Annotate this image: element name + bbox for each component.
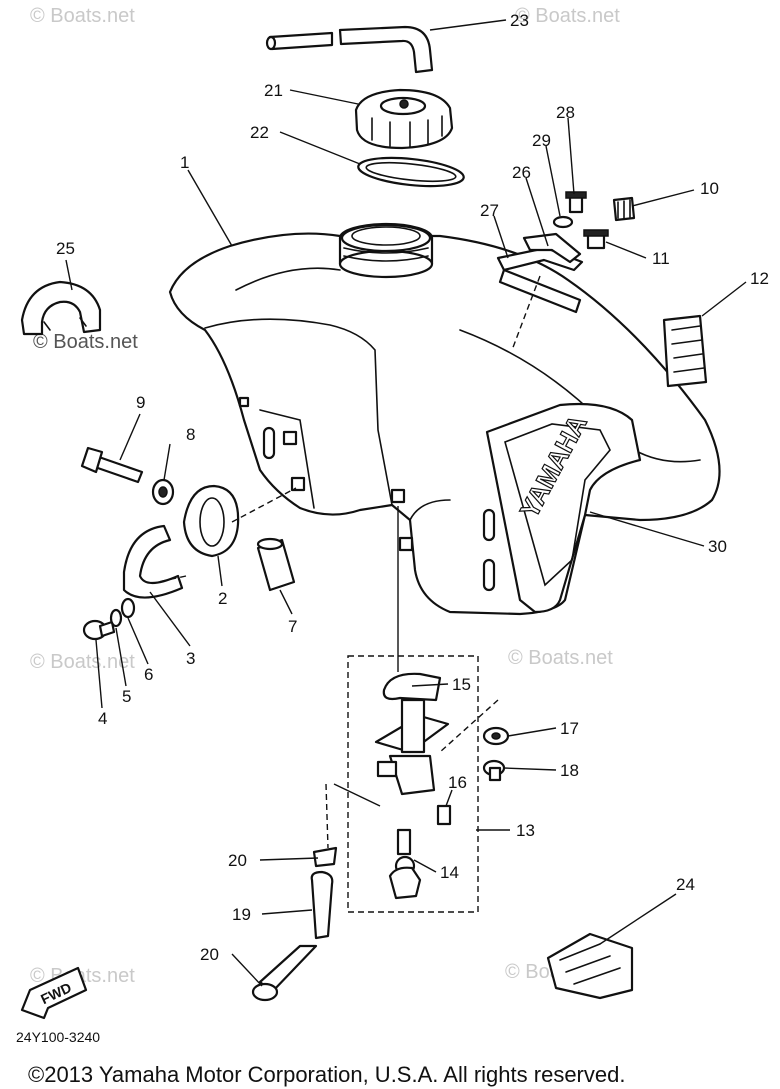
part-23-vent-hose (265, 25, 434, 74)
callout-8: 8 (186, 425, 195, 444)
part-7-collar (256, 537, 296, 592)
callout-16: 16 (448, 773, 467, 792)
callout-2: 2 (218, 589, 227, 608)
callout-15: 15 (452, 675, 471, 694)
callout-11: 11 (652, 249, 670, 268)
callout-5: 5 (122, 687, 131, 706)
part-24-damper (546, 932, 634, 1000)
copyright-footer: ©2013 Yamaha Motor Corporation, U.S.A. A… (28, 1062, 625, 1087)
callout-20: 20 (228, 851, 247, 870)
part-13-fuel-cock-assembly (347, 655, 479, 913)
callout-21: 21 (264, 81, 283, 100)
part-22-cap-gasket (357, 156, 465, 188)
part-10-bolt (612, 196, 636, 222)
part-11-collar (583, 229, 609, 250)
part-20-clip-lower (251, 982, 279, 1002)
callout-4: 4 (98, 709, 107, 728)
callout-1: 1 (180, 153, 189, 172)
callout-30: 30 (708, 537, 727, 556)
part-19-fuel-hose (258, 870, 334, 994)
part-5-washer (109, 608, 123, 628)
watermark: © Boats.net (33, 331, 138, 353)
callout-9: 9 (136, 393, 145, 412)
part-6-washer (120, 597, 136, 619)
callout-13: 13 (516, 821, 535, 840)
diagram-code: 24Y100-3240 (16, 1029, 100, 1045)
callout-17: 17 (560, 719, 579, 738)
leader-lines (65, 19, 747, 987)
callout-25: 25 (56, 239, 75, 258)
callout-24: 24 (676, 875, 695, 894)
callout-numbers: 1 2 3 4 5 6 7 8 9 10 11 12 13 14 15 16 1… (56, 11, 769, 964)
callout-26: 26 (512, 163, 531, 182)
part-1-fuel-tank: YAMAHA (168, 222, 721, 616)
part-2-grommet (182, 484, 240, 558)
part-17-washer (482, 726, 510, 746)
callout-3: 3 (186, 649, 195, 668)
callout-23: 23 (510, 11, 529, 30)
watermark: © Boats.net (30, 651, 135, 673)
callout-28: 28 (556, 103, 575, 122)
part-18-screw (482, 759, 506, 782)
callout-27: 27 (480, 201, 499, 220)
callout-19: 19 (232, 905, 251, 924)
part-9-bolt (80, 446, 144, 484)
callout-20-lower: 20 (200, 945, 219, 964)
part-20-clip-upper (312, 846, 338, 868)
callout-10: 10 (700, 179, 719, 198)
callout-7: 7 (288, 617, 297, 636)
part-3-strap (122, 524, 184, 599)
part-12-damper (662, 314, 708, 388)
part-25-rubber-damper (20, 280, 102, 336)
part-26-29-bracket (496, 191, 587, 314)
part-8-washer (151, 478, 175, 506)
callout-14: 14 (440, 863, 459, 882)
watermark: © Boats.net (515, 5, 620, 27)
callout-12: 12 (750, 269, 769, 288)
part-4-screw (82, 619, 116, 641)
watermark: © Boats.net (508, 647, 613, 669)
callout-22: 22 (250, 123, 269, 142)
callout-18: 18 (560, 761, 579, 780)
part-21-fuel-cap (354, 88, 454, 150)
callout-29: 29 (532, 131, 551, 150)
watermark: © Boats.net (30, 5, 135, 27)
callout-6: 6 (144, 665, 153, 684)
